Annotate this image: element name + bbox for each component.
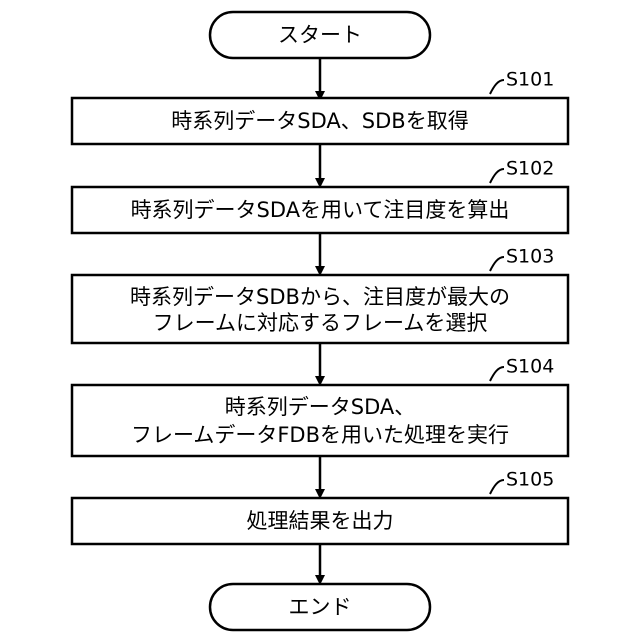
step-s102-leader <box>490 169 504 183</box>
step-s103-leader <box>490 257 504 271</box>
end-label: エンド <box>289 595 352 619</box>
step-s104-leader <box>490 367 504 381</box>
end-terminal: エンド <box>210 584 430 630</box>
step-s103-id: S103 <box>506 246 554 268</box>
step-s103-line-2: フレームに対応するフレームを選択 <box>153 311 488 335</box>
step-s103-line-1: 時系列データSDBから、注目度が最大の <box>130 285 510 309</box>
step-s105-id: S105 <box>506 469 554 491</box>
step-s104-id: S104 <box>506 356 554 378</box>
start-label: スタート <box>278 23 362 47</box>
step-s101-leader <box>490 80 504 94</box>
step-s105-line-1: 処理結果を出力 <box>247 509 394 533</box>
step-s102-id: S102 <box>506 158 554 180</box>
step-s101-id: S101 <box>506 69 554 91</box>
step-s105-leader <box>490 480 504 494</box>
step-s104-line-2: フレームデータFDBを用いた処理を実行 <box>131 423 509 447</box>
start-terminal: スタート <box>210 12 430 58</box>
step-s101-line-1: 時系列データSDA、SDBを取得 <box>171 109 468 133</box>
step-s102-line-1: 時系列データSDAを用いて注目度を算出 <box>131 198 510 222</box>
step-s104-line-1: 時系列データSDA、 <box>225 395 416 419</box>
